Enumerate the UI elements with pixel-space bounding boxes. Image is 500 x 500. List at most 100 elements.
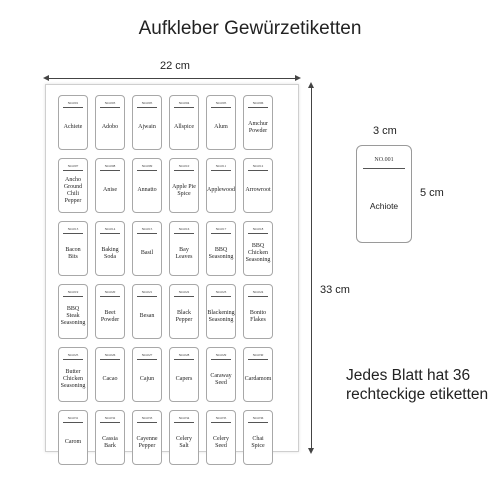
spice-label-name: Applewood	[207, 187, 235, 193]
spice-label-name: Bacon Bits	[65, 246, 81, 260]
sheet-height-label: 33 cm	[320, 284, 350, 296]
spice-label-rule	[211, 359, 231, 360]
spice-label-rule	[137, 296, 157, 297]
spice-label-rule	[211, 107, 231, 108]
spice-label-rule	[100, 170, 120, 171]
spice-label-rule	[100, 233, 120, 234]
spice-label-rule	[248, 422, 268, 423]
spice-label-number: NO.026	[104, 353, 116, 357]
spice-label-rule	[248, 296, 268, 297]
spice-label-name: Ancho Ground Chili Pepper	[63, 176, 83, 204]
spice-label-rule	[248, 107, 268, 108]
spice-label-name: Achiete	[63, 124, 83, 130]
spice-label-number: NO.018	[252, 227, 264, 231]
spice-label-number: NO.012	[252, 164, 264, 168]
spice-label-name: Amchur Powder	[248, 120, 268, 134]
spice-label-number: NO.032	[104, 416, 116, 420]
label-height-label: 5 cm	[420, 187, 444, 199]
spice-label-rule	[211, 233, 231, 234]
spice-label-rule	[63, 107, 83, 108]
sheet-height-line	[311, 86, 312, 450]
spice-label-name: BBQ Seasoning	[208, 246, 234, 260]
spice-label-number: NO.022	[178, 290, 190, 294]
spice-label-rule	[63, 233, 83, 234]
spice-label-number: NO.014	[104, 227, 116, 231]
sheet-width-label: 22 cm	[160, 60, 190, 72]
spice-label-rule	[100, 107, 120, 108]
spice-label-number: NO.031	[67, 416, 79, 420]
spice-label-name: Arrowroot	[245, 187, 271, 193]
spice-label-number: NO.024	[252, 290, 264, 294]
spice-label-name: Bay Leaves	[175, 246, 193, 260]
spice-label-rule	[137, 233, 157, 234]
spice-label-name: Annatto	[137, 187, 157, 193]
spice-label-name: Baking Soda	[101, 246, 119, 260]
spice-label-name: Cajun	[139, 376, 155, 382]
spice-label-name: Ajwain	[138, 124, 156, 130]
spice-label-name: Basil	[140, 250, 154, 256]
spice-label-number: NO.030	[252, 353, 264, 357]
spice-label-number: NO.013	[67, 227, 79, 231]
spice-label-rule	[63, 296, 83, 297]
spice-label-number: NO.035	[215, 416, 227, 420]
spice-label-name: Besan	[139, 313, 155, 319]
spice-label-rule	[211, 422, 231, 423]
spice-label-number: NO.005	[215, 101, 227, 105]
spice-label-number: NO.019	[67, 290, 79, 294]
spice-label-name: Celery Salt	[176, 435, 192, 449]
spice-label-rule	[248, 359, 268, 360]
label-width-label: 3 cm	[373, 125, 397, 137]
spice-label-rule	[211, 296, 231, 297]
spice-label-name: Black Pepper	[175, 309, 193, 323]
spice-label-name: Alum	[214, 124, 228, 130]
sheet-note: Jedes Blatt hat 36 rechteckige etiketten	[346, 367, 489, 403]
spice-label-name: Cardamom	[244, 376, 272, 382]
spice-label-number: NO.021	[141, 290, 153, 294]
sample-label-rule	[363, 168, 405, 169]
spice-label-number: NO.005	[141, 101, 153, 105]
spice-label-number: NO.008	[104, 164, 116, 168]
sample-label: NO.001 Achiote	[356, 145, 412, 243]
spice-label-rule	[100, 422, 120, 423]
arrow-right-icon	[295, 75, 301, 81]
spice-label-number: NO.029	[215, 353, 227, 357]
spice-label-rule	[100, 296, 120, 297]
spice-label-name: BBQ Chicken Seasoning	[245, 243, 271, 263]
spice-label-number: NO.016	[178, 227, 190, 231]
spice-label-name: Cayenne Pepper	[136, 435, 158, 449]
spice-label-rule	[174, 170, 194, 171]
spice-label-rule	[174, 233, 194, 234]
arrow-down-icon	[308, 448, 314, 454]
sample-label-name: Achiote	[369, 201, 399, 211]
spice-label-name: Adobo	[101, 124, 119, 130]
spice-label-number: NO.009	[141, 164, 153, 168]
spice-label-rule	[174, 107, 194, 108]
spice-label-name: Caraway Seed	[210, 372, 232, 386]
